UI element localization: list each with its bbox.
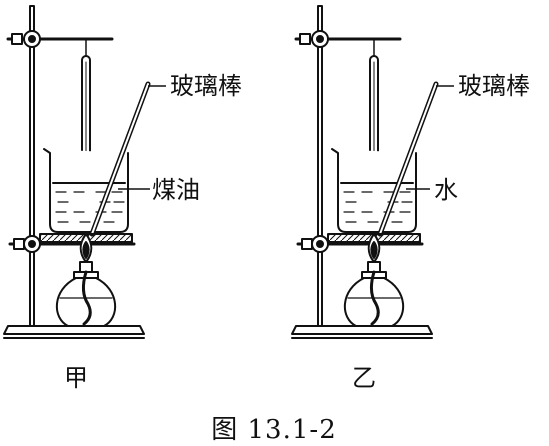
liquid-label-right: 水 <box>434 176 458 204</box>
setup-left: 玻璃棒 煤油 甲 <box>4 6 242 392</box>
figure-caption: 图 13.1-2 <box>211 415 336 445</box>
setup-label-left: 甲 <box>64 364 88 392</box>
setup-label-right: 乙 <box>352 364 376 392</box>
liquid-label-left: 煤油 <box>152 176 200 204</box>
setup-right: 玻璃棒 水 乙 <box>292 6 530 392</box>
glass-rod-label-left: 玻璃棒 <box>170 72 242 100</box>
glass-rod-label-right: 玻璃棒 <box>458 72 530 100</box>
